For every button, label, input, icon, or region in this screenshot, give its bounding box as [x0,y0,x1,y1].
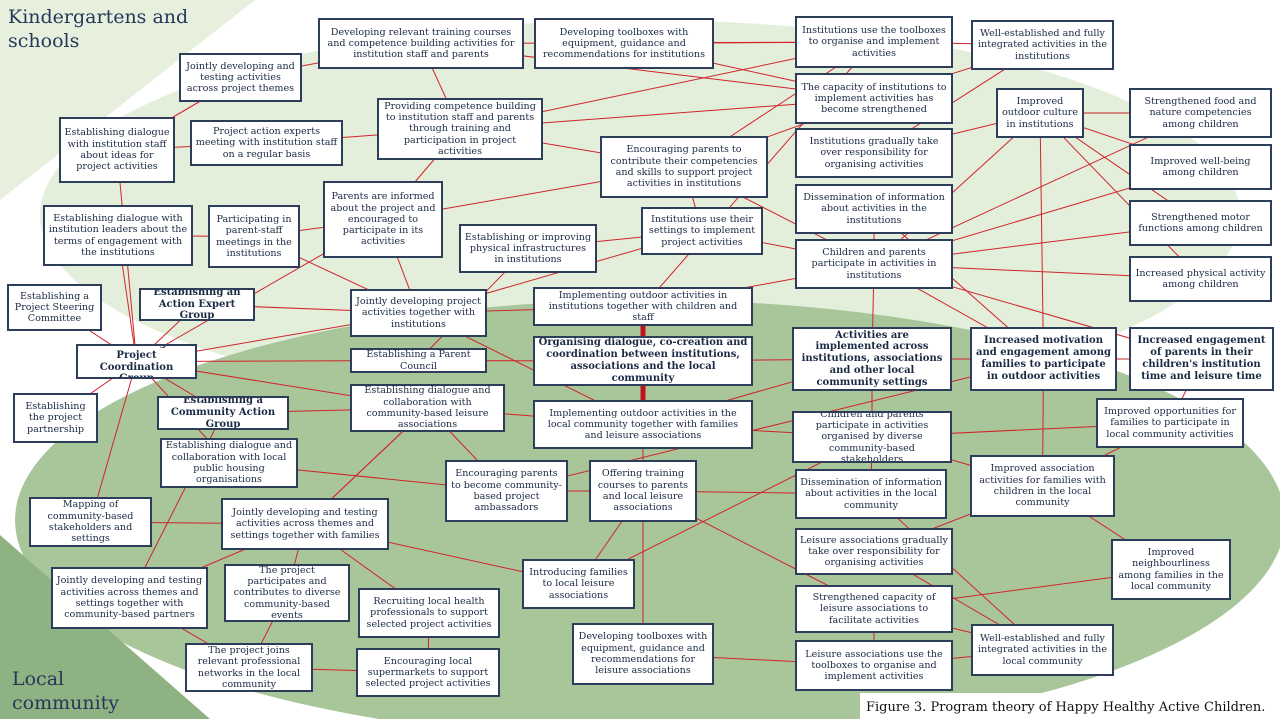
diagram-node: Developing toolboxes with equipment, gui… [534,18,714,69]
diagram-node: Leisure associations gradually take over… [795,528,953,575]
connection-line [1039,112,1201,280]
diagram-node: Improved neighbourliness among families … [1111,539,1231,600]
diagram-node: Institutions gradually take over respons… [795,128,953,178]
diagram-node: Increased motivation and engagement amon… [970,327,1117,391]
diagram-node: Jointly developing and testing activitie… [179,53,302,102]
diagram-node: Parents are informed about the project a… [323,181,443,258]
diagram-node: Improved opportunities for families to p… [1096,398,1244,448]
diagram-node: Children and parents participate in acti… [795,239,953,289]
diagram-node: Institutions use their settings to imple… [641,207,763,255]
diagram-node: Introducing families to local leisure as… [522,559,635,609]
diagram-node: Project action experts meeting with inst… [190,120,343,166]
diagram-node: Well-established and fully integrated ac… [971,20,1114,70]
diagram-node: Establishing a Community Action Group [157,396,289,430]
diagram-node: Offering training courses to parents and… [589,460,697,522]
diagram-node: Establishing or improving physical infra… [459,224,597,273]
diagram-node: Institutions use the toolboxes to organi… [795,16,953,68]
diagram-node: Establishing dialogue with institution l… [43,205,193,266]
diagram-node: Jointly developing project activities to… [350,289,487,337]
diagram-node: Jointly developing and testing activitie… [51,567,208,629]
connection-line [1039,112,1044,360]
diagram-node: Mapping of community-based stakeholders … [29,497,152,547]
diagram-node: Establishing a Parent Council [350,348,487,373]
diagram-node: Increased engagement of parents in their… [1129,327,1274,391]
diagram-node: Encouraging parents to contribute their … [600,136,768,198]
diagram-node: Improved well-being among children [1129,144,1272,190]
diagram-node: Encouraging local supermarkets to suppor… [356,648,500,697]
diagram-node: Strengthened capacity of leisure associa… [795,585,953,633]
diagram-node: Organising dialogue, co-creation and coo… [533,336,753,386]
diagram-node: Improved outdoor culture in institutions [996,88,1084,138]
diagram-node: Establishing an Action Expert Group [139,288,255,321]
diagram-node: Leisure associations use the toolboxes t… [795,640,953,691]
connection-line [90,361,137,523]
diagram-node: Increased physical activity among childr… [1129,256,1272,302]
diagram-node: Well-established and fully integrated ac… [971,624,1114,676]
diagram-node: Improved association activities for fami… [970,455,1115,517]
diagram-node: Dissemination of information about activ… [795,469,947,519]
diagram-node: The project participates and contributes… [224,564,350,622]
diagram-node: Encouraging parents to become community-… [445,460,568,522]
diagram-node: Developing toolboxes with equipment, gui… [572,623,714,685]
diagram-node: Establishing dialogue and collaboration … [160,438,298,488]
kindergartens-region-label: Kindergartens and schools [8,6,189,52]
figure-caption: Figure 3. Program theory of Happy Health… [866,700,1266,715]
diagram-node: Establishing the project partnership [13,393,98,443]
diagram-node: Establishing dialogue with institution s… [59,117,175,183]
diagram-node: Recruiting local health professionals to… [358,588,500,638]
diagram-node: Implementing outdoor activities in the l… [533,400,753,449]
diagram-node: Children and parents participate in acti… [792,411,952,463]
diagram-node: The project joins relevant professional … [185,643,313,692]
diagram-node: Strengthened motor functions among child… [1129,200,1272,246]
connection-line [873,112,1041,265]
community-region-label: Local community [12,668,120,714]
diagram-node: Providing competence building to institu… [377,98,543,160]
diagram-node: The capacity of institutions to implemen… [795,73,953,124]
diagram-node: Developing relevant training courses and… [318,18,524,69]
diagram-node: Establishing dialogue and collaboration … [350,384,505,432]
diagram-node: Establishing a Project Coordination Grou… [76,344,197,379]
diagram-node: Implementing outdoor activities in insti… [533,287,753,326]
diagram-node: Participating in parent-staff meetings i… [208,205,300,268]
diagram-node: Establishing a Project Steering Committe… [7,284,102,331]
caption-backdrop [860,693,1280,719]
diagram-node: Jointly developing and testing activitie… [221,498,389,550]
diagram-node: Dissemination of information about activ… [795,184,953,234]
connection-line [873,112,1201,265]
diagram-node: Activities are implemented across instit… [792,327,952,391]
diagram-node: Strengthened food and nature competencie… [1129,88,1272,138]
